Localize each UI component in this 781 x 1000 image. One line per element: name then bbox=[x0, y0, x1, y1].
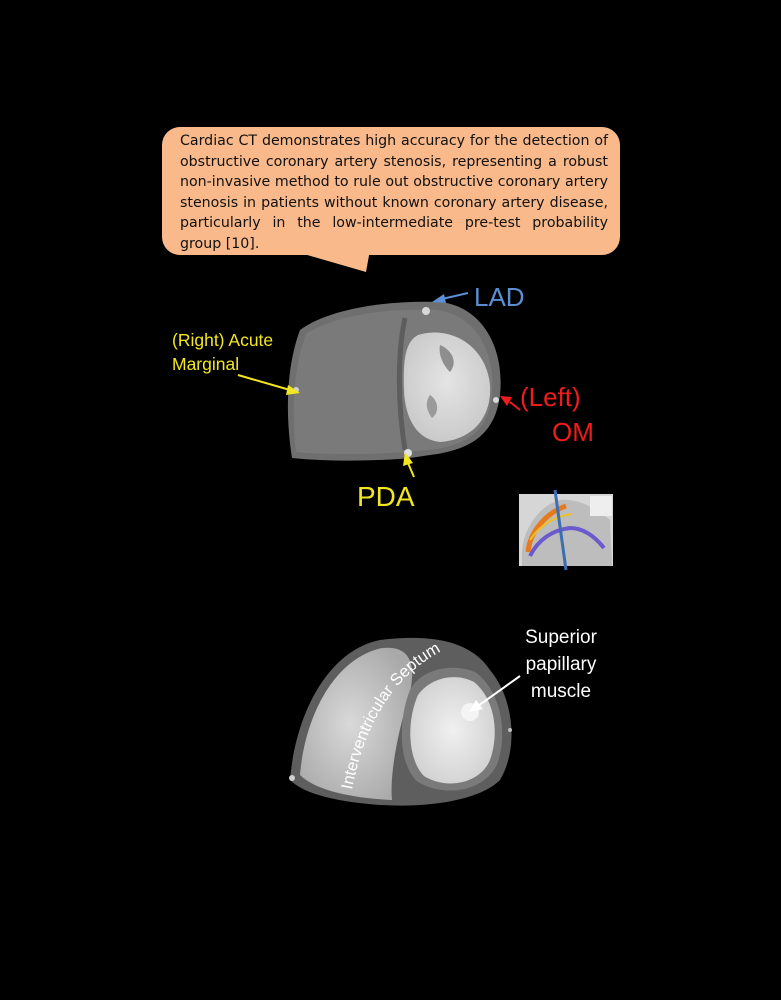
left-om-arrow bbox=[500, 396, 521, 411]
right-acute-marginal-line1: (Right) Acute bbox=[172, 330, 274, 350]
pda-label: PDA bbox=[357, 481, 415, 512]
callout-box: Cardiac CT demonstrates high accuracy fo… bbox=[162, 127, 620, 255]
pda-arrow bbox=[403, 452, 415, 478]
ct-slice-upper bbox=[287, 301, 501, 461]
right-acute-marginal-label: (Right) Acute Marginal bbox=[172, 328, 273, 376]
ct-slice-lower bbox=[289, 637, 512, 806]
lad-label: LAD bbox=[474, 282, 525, 312]
right-acute-marginal-line2: Marginal bbox=[172, 354, 240, 374]
callout-text: Cardiac CT demonstrates high accuracy fo… bbox=[180, 133, 608, 252]
lad-arrow bbox=[432, 292, 469, 303]
left-label: (Left) bbox=[520, 382, 581, 412]
right-acute-marginal-arrow bbox=[237, 374, 300, 395]
superior-papillary-line2: papillary bbox=[525, 654, 597, 675]
superior-papillary-label: Superior papillary muscle bbox=[509, 624, 613, 705]
superior-papillary-arrow bbox=[469, 675, 521, 712]
superior-papillary-line3: muscle bbox=[530, 681, 592, 702]
superior-papillary-line1: Superior bbox=[525, 627, 597, 648]
om-label: OM bbox=[552, 417, 594, 447]
inset-thumbnail bbox=[519, 489, 613, 571]
